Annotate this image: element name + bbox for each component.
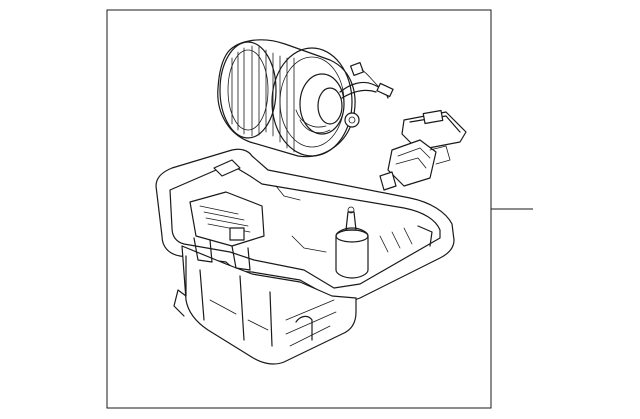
blower-housing — [155, 148, 455, 365]
resistor-module — [379, 109, 467, 191]
blower-motor-fan — [217, 39, 394, 158]
